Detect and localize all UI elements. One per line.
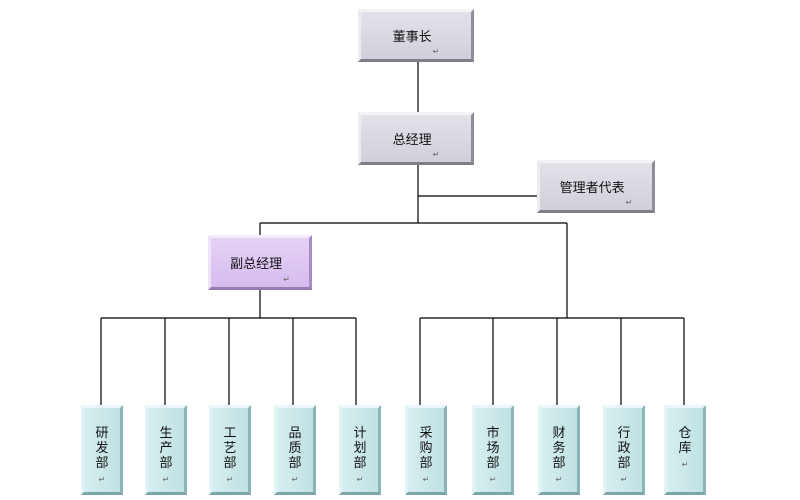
dept-label: 市场部	[486, 426, 500, 471]
dept-quality: 品质部 ↵	[274, 405, 316, 495]
dept-engineering: 工艺部 ↵	[209, 405, 251, 495]
node-label: 管理者代表	[559, 181, 625, 196]
node-label: 总经理	[392, 133, 432, 148]
paragraph-mark: ↵	[681, 460, 689, 469]
dept-production: 生产部 ↵	[145, 405, 187, 495]
node-label: 董事长	[392, 30, 432, 45]
paragraph-mark: ↵	[432, 150, 440, 159]
paragraph-mark: ↵	[162, 475, 170, 484]
dept-purchasing: 采购部 ↵	[405, 405, 447, 495]
dept-warehouse: 仓库 ↵	[664, 405, 706, 495]
paragraph-mark: ↵	[291, 475, 299, 484]
paragraph-mark: ↵	[555, 475, 563, 484]
paragraph-mark: ↵	[226, 475, 234, 484]
paragraph-mark: ↵	[489, 475, 497, 484]
node-label: 副总经理	[230, 257, 283, 272]
paragraph-mark: ↵	[620, 475, 628, 484]
node-chairman: 董事长↵	[358, 9, 474, 62]
dept-marketing: 市场部 ↵	[472, 405, 514, 495]
dept-planning: 计划部 ↵	[339, 405, 381, 495]
dept-label: 采购部	[419, 426, 433, 471]
dept-finance: 财务部 ↵	[538, 405, 580, 495]
dept-label: 研发部	[95, 426, 109, 471]
paragraph-mark: ↵	[356, 475, 364, 484]
paragraph-mark: ↵	[98, 475, 106, 484]
paragraph-mark: ↵	[422, 475, 430, 484]
dept-rd: 研发部 ↵	[81, 405, 123, 495]
dept-label: 品质部	[288, 426, 302, 471]
paragraph-mark: ↵	[432, 47, 440, 56]
node-general-manager: 总经理↵	[358, 112, 474, 165]
dept-label: 财务部	[552, 426, 566, 471]
node-management-rep: 管理者代表↵	[537, 160, 655, 213]
dept-label: 生产部	[159, 426, 173, 471]
dept-label: 计划部	[353, 426, 367, 471]
dept-label: 仓库	[678, 426, 692, 456]
node-deputy-gm: 副总经理↵	[208, 235, 312, 290]
dept-admin: 行政部 ↵	[603, 405, 645, 495]
paragraph-mark: ↵	[625, 198, 633, 207]
paragraph-mark: ↵	[283, 275, 290, 284]
dept-label: 工艺部	[223, 426, 237, 471]
dept-label: 行政部	[617, 426, 631, 471]
